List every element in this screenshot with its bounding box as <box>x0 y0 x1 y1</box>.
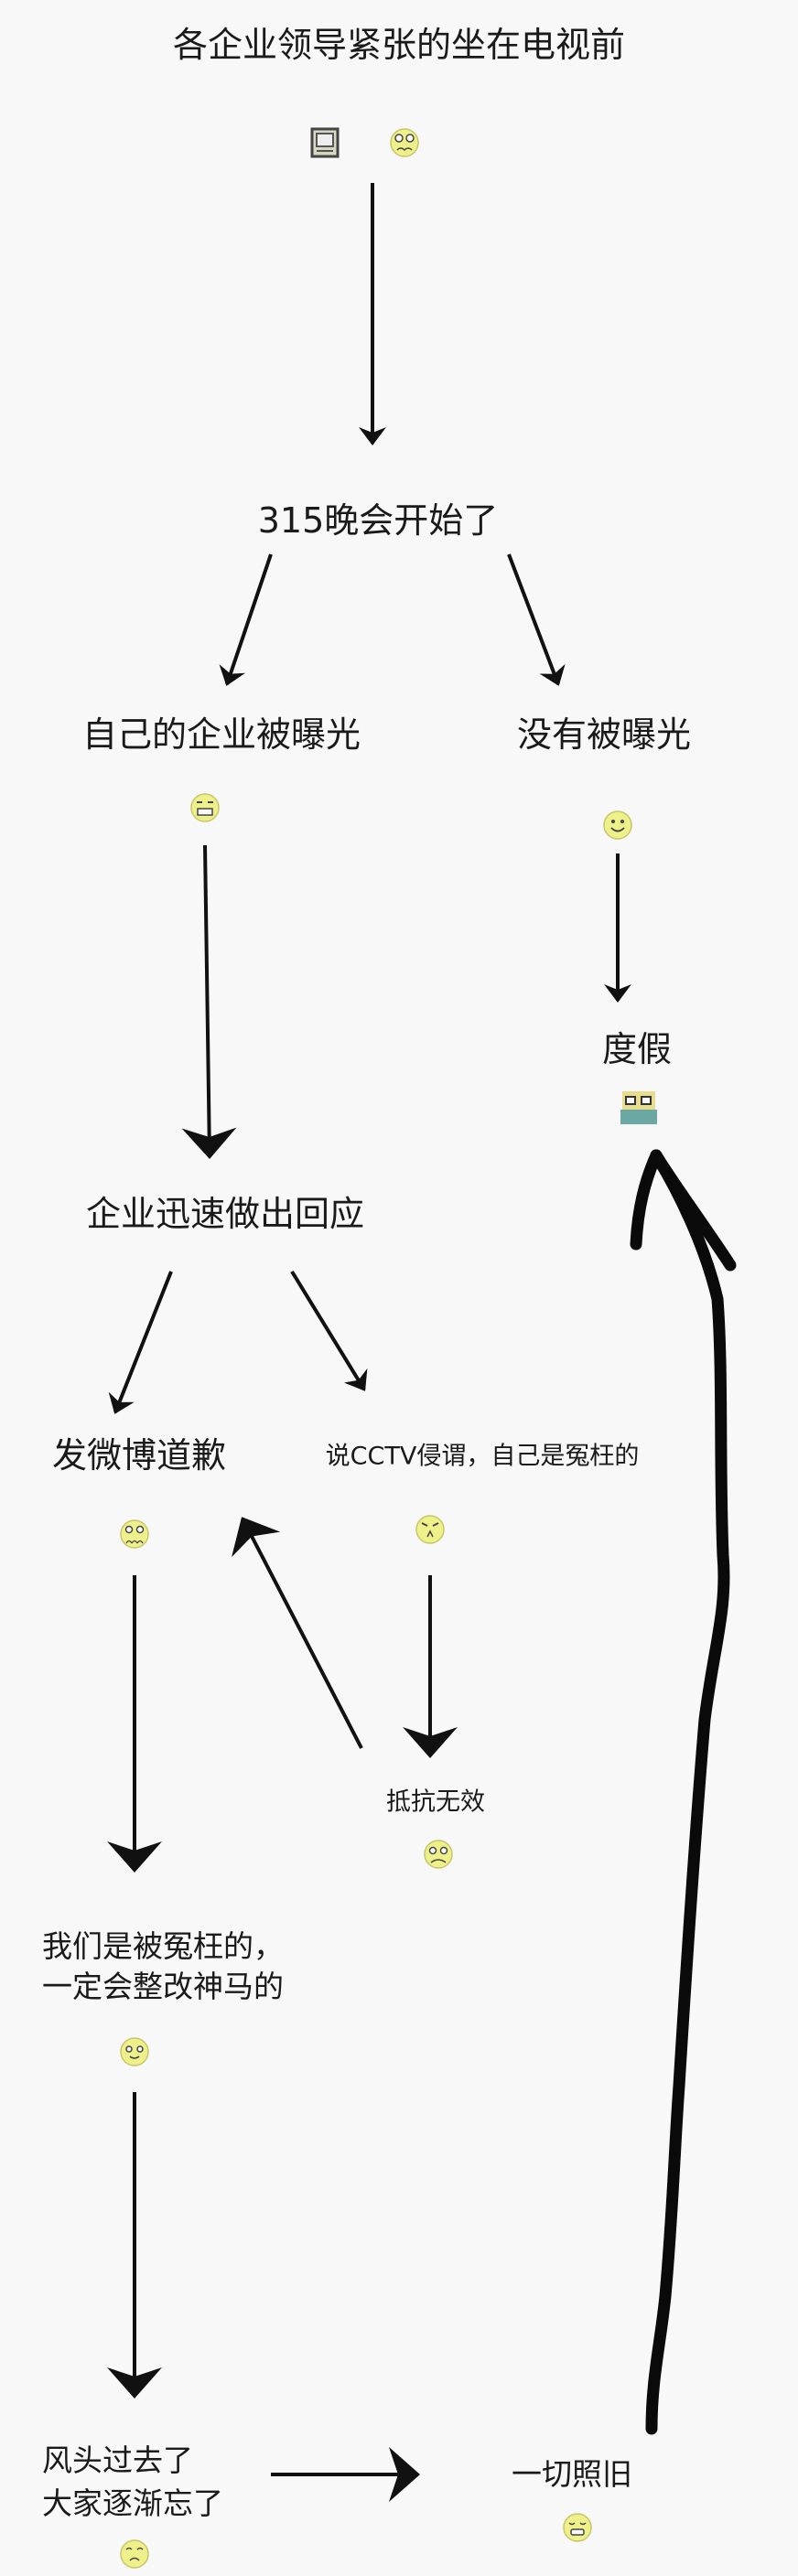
grimace-face-icon <box>190 793 220 822</box>
node-gala-begins: 315晚会开始了 <box>257 500 499 542</box>
node-weibo-apology: 发微博道歉 <box>51 1435 227 1476</box>
node-as-usual: 一切照旧 <box>512 2456 632 2493</box>
node-respond: 企业迅速做出回应 <box>85 1194 365 1235</box>
node-resist-failed: 抵抗无效 <box>386 1787 485 1817</box>
angry-face-icon <box>415 1515 445 1544</box>
arrow-gala-to-not-exposed <box>507 553 566 686</box>
arrow-gala-to-exposed <box>219 553 273 686</box>
happy-face-icon <box>120 2037 149 2066</box>
node-exposed: 自己的企业被曝光 <box>81 714 361 756</box>
arrow-exposed-to-respond <box>181 844 237 1159</box>
node-wronged-line1: 我们是被冤枉的， <box>42 1928 284 1965</box>
swimming-face-icon <box>620 1091 657 1124</box>
arrow-respond-to-blame <box>290 1270 368 1391</box>
nervous-face-icon <box>390 128 419 157</box>
arrow-resist-to-weibo <box>232 1517 363 1749</box>
node-wronged-line2: 一定会整改神马的 <box>42 1969 284 2005</box>
node-start: 各企业领导紧张的坐在电视前 <box>172 25 626 66</box>
node-forgotten-line1: 风头过去了 <box>42 2442 193 2479</box>
smile-face-icon <box>603 810 632 840</box>
hand-drawn-arrow-as-usual-to-vacation <box>630 1149 737 2435</box>
relieved-face-icon <box>120 2539 149 2569</box>
node-forgotten-line2: 大家逐渐忘了 <box>42 2485 223 2522</box>
tv-icon <box>310 127 340 158</box>
node-blame-cctv: 说CCTV侵谓，自己是冤枉的 <box>325 1442 640 1471</box>
sweat-face-icon <box>424 1840 453 1869</box>
arrow-respond-to-weibo <box>108 1271 173 1414</box>
node-vacation: 度假 <box>601 1029 673 1070</box>
node-not-exposed: 没有被曝光 <box>516 714 692 756</box>
cry-face-icon <box>120 1519 149 1549</box>
grin-face-icon <box>563 2513 592 2542</box>
